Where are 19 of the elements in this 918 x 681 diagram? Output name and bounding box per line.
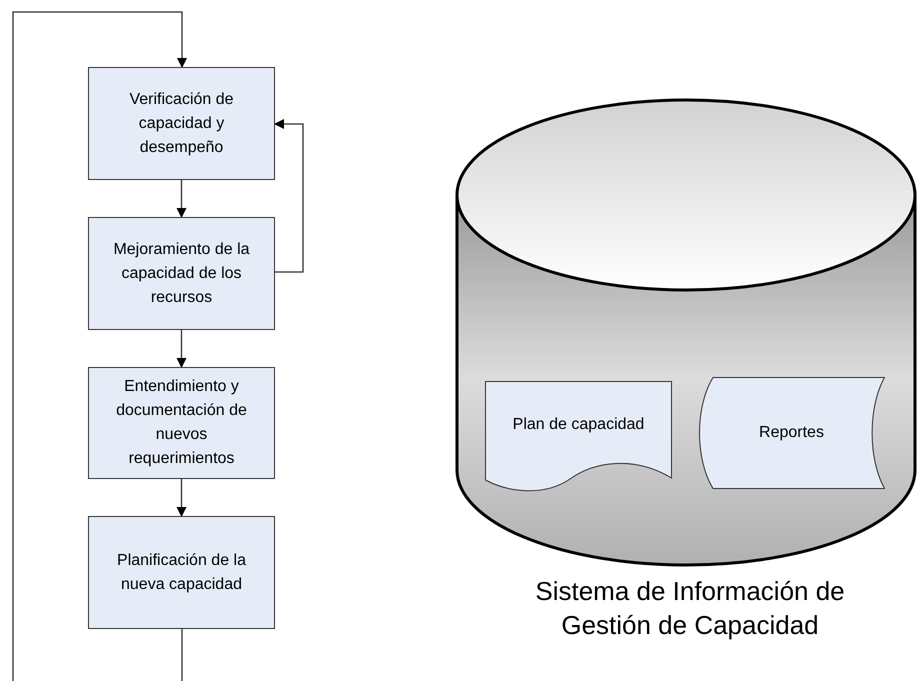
document-shape <box>485 381 672 492</box>
node-label: Reportes <box>758 423 825 443</box>
process-box <box>88 367 275 479</box>
process-box <box>88 67 275 180</box>
process-box <box>88 516 275 629</box>
caption-text: Sistema de Información de Gestión de Capacidad <box>535 575 845 642</box>
arrow <box>274 119 304 273</box>
node-label: Entendimiento y documentación de nuevos requerimientos <box>115 377 248 469</box>
stored-data-shape <box>698 377 885 489</box>
database-cylinder <box>455 98 917 568</box>
node-label: Plan de capacidad <box>512 415 646 435</box>
arrow <box>12 11 187 681</box>
node-label: Planificación de la nueva capacidad <box>116 550 247 594</box>
arrow <box>176 180 186 218</box>
arrow <box>176 479 186 517</box>
node-label: Verificación de capacidad y desempeño <box>128 90 235 158</box>
arrow <box>176 330 186 368</box>
process-box <box>88 217 275 330</box>
node-label: Mejoramiento de la capacidad de los recursos <box>112 240 251 308</box>
